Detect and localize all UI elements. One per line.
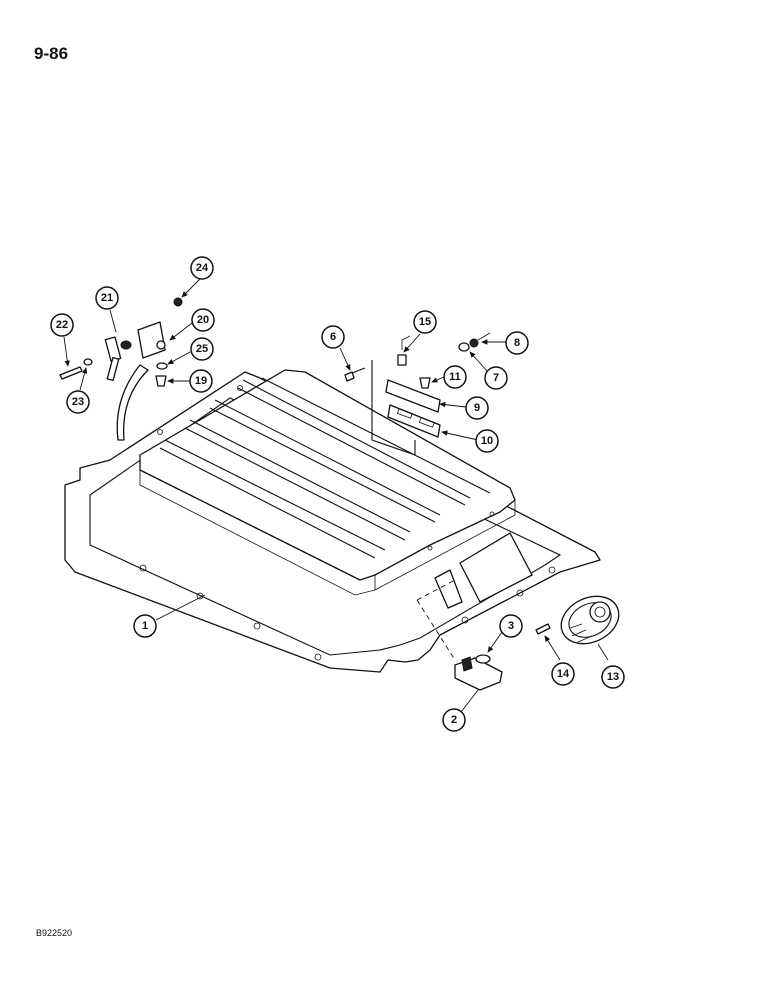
- svg-text:25: 25: [196, 343, 208, 355]
- callout-20: 20: [191, 308, 215, 332]
- leader-lines: [63, 278, 609, 717]
- svg-text:6: 6: [330, 331, 336, 343]
- callout-6: 6: [321, 325, 345, 349]
- callout-8: 8: [505, 331, 529, 355]
- svg-text:24: 24: [196, 262, 209, 274]
- svg-text:14: 14: [557, 668, 570, 680]
- callout-19: 19: [189, 369, 213, 393]
- svg-text:15: 15: [419, 316, 431, 328]
- callout-11: 11: [443, 365, 467, 389]
- callout-21: 21: [95, 286, 119, 310]
- callout-10: 10: [475, 429, 499, 453]
- svg-text:23: 23: [72, 396, 84, 408]
- switch-assembly: [59, 297, 183, 387]
- callout-2: 2: [442, 708, 466, 732]
- callout-15: 15: [413, 310, 437, 334]
- svg-text:21: 21: [101, 292, 113, 304]
- speaker: [535, 595, 620, 645]
- svg-text:10: 10: [481, 435, 493, 447]
- dome-lamp: [454, 654, 503, 691]
- callout-22: 22: [50, 313, 74, 337]
- svg-text:13: 13: [607, 671, 619, 683]
- svg-text:2: 2: [451, 714, 457, 726]
- headliner-panel: [64, 360, 601, 673]
- callout-23: 23: [66, 390, 90, 414]
- callout-13: 13: [601, 665, 625, 689]
- svg-text:19: 19: [195, 375, 207, 387]
- callout-3: 3: [499, 614, 523, 638]
- svg-text:20: 20: [197, 314, 209, 326]
- latch-assembly: [344, 332, 491, 438]
- svg-text:3: 3: [508, 620, 514, 632]
- callout-14: 14: [551, 662, 575, 686]
- svg-text:22: 22: [56, 319, 68, 331]
- page-number: 9-86: [34, 44, 69, 63]
- svg-text:8: 8: [514, 337, 520, 349]
- callout-9: 9: [465, 396, 489, 420]
- figure-code: B922520: [36, 928, 73, 938]
- svg-text:9: 9: [474, 402, 480, 414]
- svg-text:11: 11: [449, 371, 461, 383]
- svg-text:1: 1: [142, 620, 148, 632]
- callout-1: 1: [133, 614, 157, 638]
- svg-text:7: 7: [493, 372, 499, 384]
- callout-24: 24: [190, 256, 214, 280]
- callout-25: 25: [190, 337, 214, 361]
- callout-7: 7: [484, 366, 508, 390]
